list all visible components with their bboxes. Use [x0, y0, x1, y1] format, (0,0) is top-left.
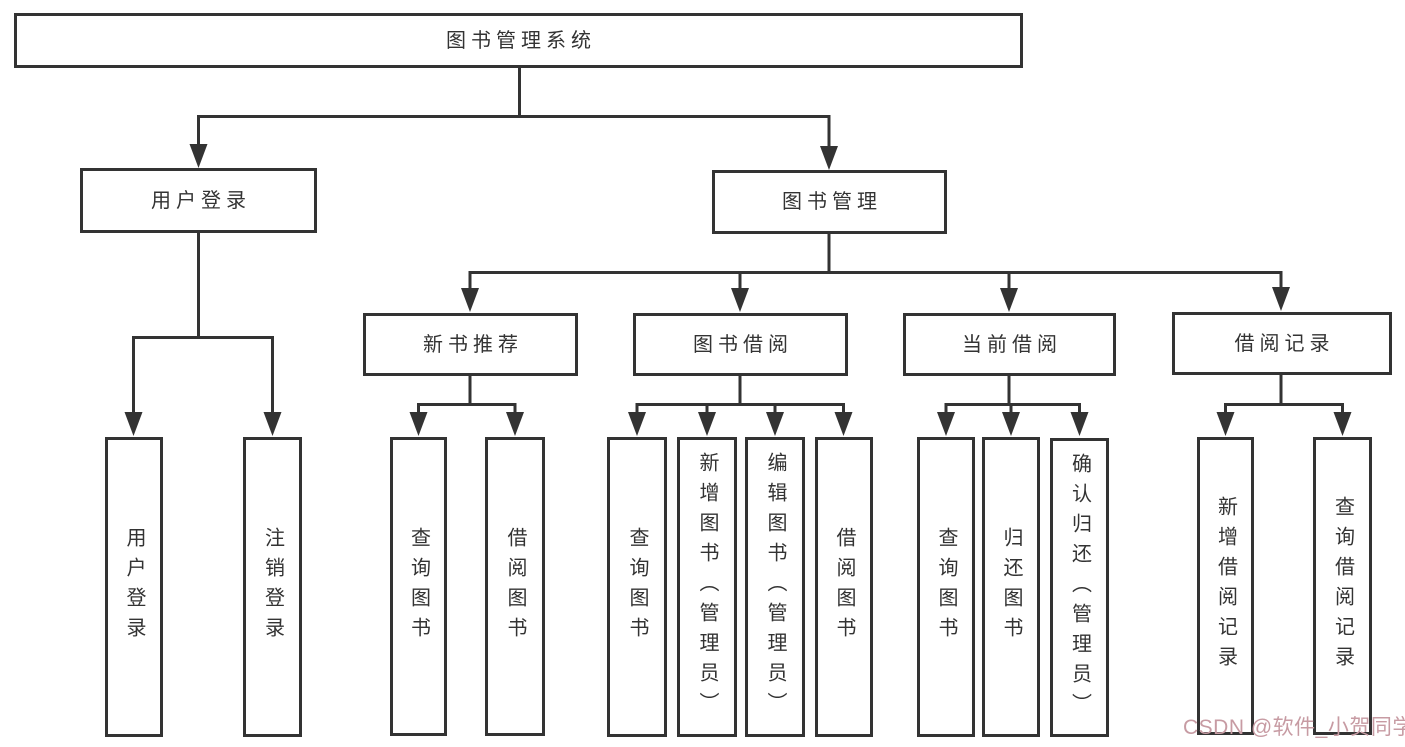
csdn-watermark: CSDN @软件_小贺同学	[1183, 716, 1405, 739]
node-new-book-rec: 新书推荐	[363, 313, 578, 376]
arrowhead-icon	[820, 146, 838, 170]
arrowhead-icon	[1000, 288, 1018, 312]
arrowhead-icon	[1070, 412, 1089, 436]
node-nb-query-book: 查询图书	[390, 437, 447, 736]
arrowhead-icon	[263, 412, 282, 436]
node-bb-borrow-book: 借阅图书	[815, 437, 873, 737]
node-logout-leaf: 注销登录	[243, 437, 302, 737]
arrowhead-icon	[1216, 412, 1235, 436]
node-book-borrow: 图书借阅	[633, 313, 848, 376]
node-root: 图书管理系统	[14, 13, 1023, 68]
arrowhead-icon	[409, 412, 428, 436]
node-book-mgmt: 图书管理	[712, 170, 947, 234]
arrowhead-icon	[628, 412, 646, 436]
node-cb-query-book: 查询图书	[917, 437, 975, 737]
arrowhead-icon	[124, 412, 143, 436]
node-cb-return-book: 归还图书	[982, 437, 1040, 737]
node-bb-edit-book: 编辑图书（管理员）	[745, 437, 805, 737]
connector-level3-branches	[417, 375, 1344, 414]
arrowhead-icon	[834, 412, 853, 436]
arrowhead-icon	[1272, 287, 1290, 311]
arrowhead-icon	[937, 412, 955, 436]
arrowhead-icon	[698, 412, 716, 436]
node-user-login-leaf: 用户登录	[105, 437, 163, 737]
arrowhead-icon	[506, 412, 524, 436]
node-bb-add-book: 新增图书（管理员）	[677, 437, 737, 737]
arrowhead-icon	[1333, 412, 1352, 436]
arrowhead-icon	[766, 412, 784, 436]
arrowhead-icons	[124, 144, 1352, 436]
node-nb-borrow-book: 借阅图书	[485, 437, 545, 736]
connector-root-branch	[197, 68, 831, 148]
connector-user-login-branch	[132, 233, 274, 414]
node-br-query-record: 查询借阅记录	[1313, 437, 1372, 735]
connector-book-mgmt-branch	[468, 234, 1283, 290]
arrowhead-icon	[189, 144, 208, 168]
node-user-login: 用户登录	[80, 168, 317, 233]
node-current-borrow: 当前借阅	[903, 313, 1116, 376]
arrowhead-icon	[461, 288, 479, 312]
node-bb-query-book: 查询图书	[607, 437, 667, 737]
arrowhead-icon	[731, 288, 749, 312]
arrowhead-icon	[1002, 412, 1020, 436]
node-borrow-record: 借阅记录	[1172, 312, 1392, 375]
node-br-add-record: 新增借阅记录	[1197, 437, 1254, 735]
node-cb-confirm-return: 确认归还（管理员）	[1050, 438, 1109, 737]
